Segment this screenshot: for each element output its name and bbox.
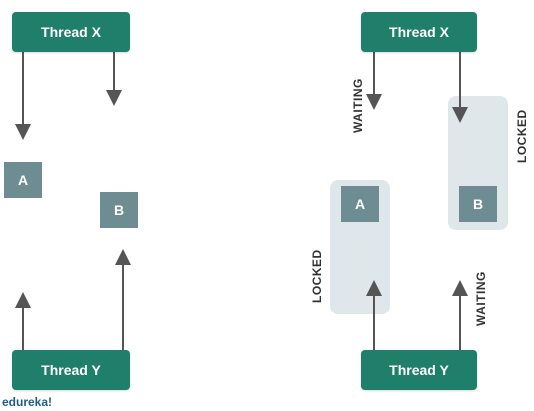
resource-a-right: A: [341, 186, 379, 222]
thread-y-left: Thread Y: [12, 350, 130, 390]
resource-a-left: A: [4, 162, 42, 198]
thread-x-right: Thread X: [361, 12, 477, 52]
thread-x-left: Thread X: [12, 12, 130, 52]
label-locked-b: LOCKED: [515, 109, 529, 163]
resource-b-left: B: [100, 192, 138, 228]
edureka-watermark: edureka!: [2, 395, 53, 409]
label-locked-a: LOCKED: [310, 249, 324, 303]
label-waiting-y: WAITING: [474, 271, 488, 326]
thread-y-right: Thread Y: [361, 350, 477, 390]
resource-b-right: B: [459, 186, 497, 222]
label-waiting-x: WAITING: [351, 78, 365, 133]
